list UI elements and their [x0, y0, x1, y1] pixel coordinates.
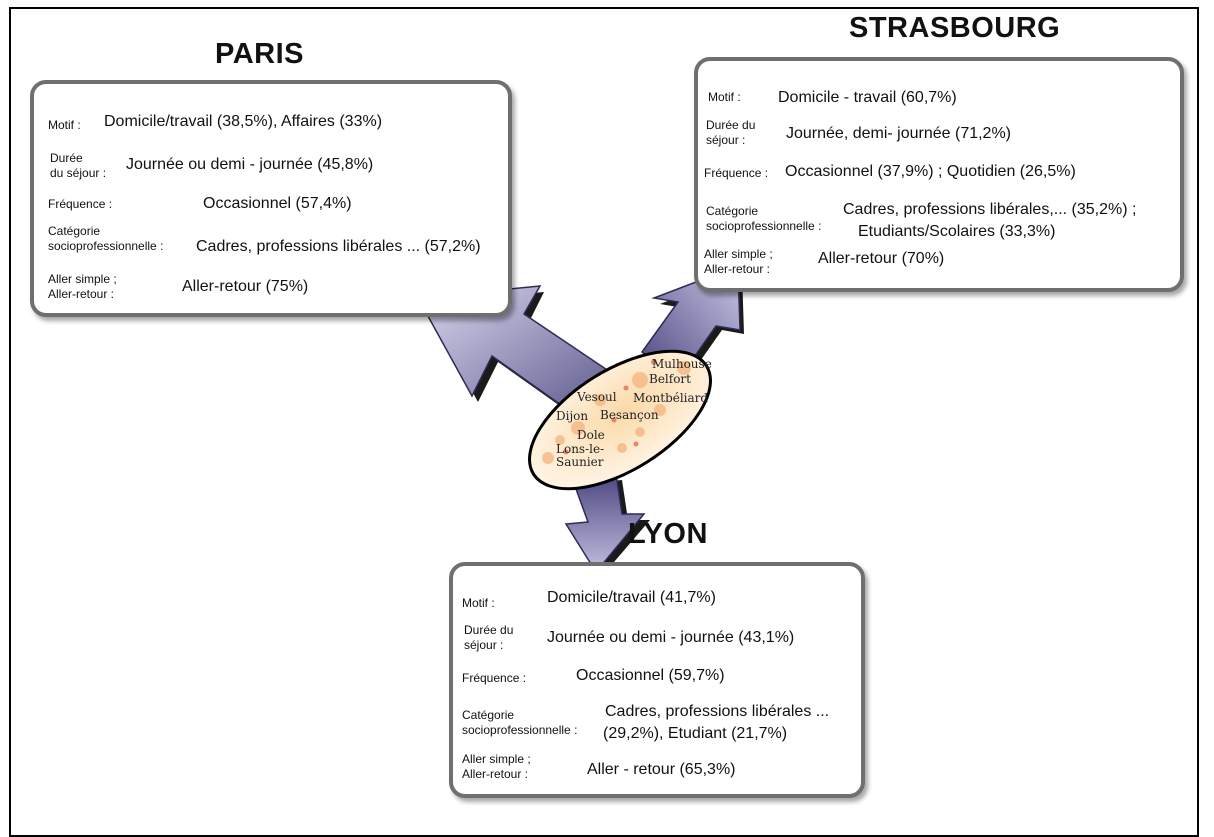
paris-aller-label: Aller simple ;Aller-retour :	[48, 272, 117, 301]
strasbourg-categorie-value-2: Etudiants/Scolaires (33,3%)	[858, 223, 1056, 240]
paris-info-card	[30, 80, 512, 317]
flow-arrows	[416, 264, 744, 576]
paris-frequence-label: Fréquence :	[48, 197, 113, 211]
paris-motif-value: Domicile/travail (38,5%), Affaires (33%)	[104, 113, 383, 130]
town-label-vesoul: Vesoul	[577, 390, 617, 404]
strasbourg-duree-value: Journée, demi- journée (71,2%)	[786, 125, 1012, 142]
strasbourg-motif-value: Domicile - travail (60,7%)	[778, 89, 957, 106]
arrow-to-lyon	[564, 473, 646, 574]
paris-duree-value: Journée ou demi - journée (45,8%)	[126, 156, 374, 173]
town-label-belfort: Belfort	[649, 372, 691, 386]
town-label-dijon: Dijon	[556, 409, 589, 423]
town-label-lons: Lons-le-Saunier	[556, 442, 605, 469]
town-label-dole: Dole	[577, 428, 605, 442]
town-label-mulhouse: Mulhouse	[652, 357, 712, 371]
lyon-categorie-value-1: Cadres, professions libérales ...	[605, 703, 830, 720]
lyon-frequence-value: Occasionnel (59,7%)	[576, 667, 725, 684]
region-map-ellipse	[528, 349, 712, 491]
region-map-dots	[542, 361, 691, 464]
paris-aller-value: Aller-retour (75%)	[182, 278, 309, 295]
strasbourg-aller-value: Aller-retour (70%)	[818, 250, 945, 267]
city-title-paris: PARIS	[215, 38, 304, 70]
lyon-info-card	[449, 562, 865, 798]
lyon-frequence-label: Fréquence :	[462, 671, 527, 685]
lyon-duree-value: Journée ou demi - journée (43,1%)	[547, 629, 795, 646]
lyon-aller-label: Aller simple ;Aller-retour :	[462, 752, 531, 781]
strasbourg-motif-label: Motif :	[708, 90, 741, 104]
strasbourg-frequence-value: Occasionnel (37,9%) ; Quotidien (26,5%)	[785, 163, 1076, 180]
lyon-aller-value: Aller - retour (65,3%)	[587, 761, 736, 778]
strasbourg-aller-label: Aller simple ;Aller-retour :	[704, 247, 773, 276]
paris-frequence-value: Occasionnel (57,4%)	[203, 195, 352, 212]
strasbourg-categorie-value-1: Cadres, professions libérales,... (35,2%…	[843, 201, 1137, 218]
paris-categorie-value: Cadres, professions libérales ... (57,2%…	[196, 238, 481, 255]
lyon-motif-value: Domicile/travail (41,7%)	[547, 589, 716, 606]
town-label-montbeliard: Montbéliard	[633, 391, 709, 405]
city-title-strasbourg: STRASBOURG	[849, 12, 1061, 44]
lyon-categorie-value-2: (29,2%), Etudiant (21,7%)	[603, 725, 788, 742]
paris-motif-label: Motif :	[48, 118, 81, 132]
town-label-besancon: Besançon	[600, 408, 659, 422]
city-title-lyon: LYON	[628, 518, 708, 550]
strasbourg-frequence-label: Fréquence :	[704, 166, 769, 180]
strasbourg-info-card	[694, 57, 1184, 292]
lyon-motif-label: Motif :	[462, 596, 495, 610]
